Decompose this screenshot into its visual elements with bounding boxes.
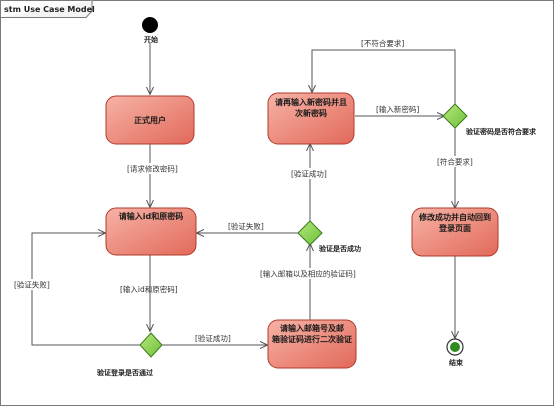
- final-node[interactable]: [446, 338, 464, 356]
- label-bg: [435, 156, 475, 167]
- label-bg: [289, 168, 329, 179]
- activity-enter-new-pw[interactable]: 请再输入新密码并且 次新密码: [267, 92, 355, 145]
- decision-password[interactable]: [442, 103, 468, 129]
- activity-enter-email-code[interactable]: 请输入邮箱号及邮 箱验证码进行二次验证: [267, 319, 357, 369]
- initial-node[interactable]: [142, 17, 158, 33]
- edge-label-verify-success-mid: [验证成功]: [291, 169, 327, 179]
- activity-success-label-2: 登录页面: [438, 223, 471, 233]
- edge-label-not-meet: [不符合要求]: [361, 38, 404, 48]
- edge-pw-not-meet: [312, 49, 456, 104]
- decision-email-label: 验证是否成功: [319, 244, 361, 253]
- edge-label-input-email-code: [输入邮箱以及相应的验证码]: [260, 269, 356, 279]
- decision-login[interactable]: [139, 332, 163, 358]
- decision-password-label: 验证密码是否符合要求: [466, 127, 537, 136]
- initial-node-label: 开始: [144, 35, 158, 44]
- frame-tab: [0, 0, 93, 18]
- edge-label-meet: [符合要求]: [437, 157, 473, 167]
- activity-register[interactable]: 正式用户: [105, 95, 195, 145]
- frame-title: stm Use Case Model: [4, 5, 95, 14]
- activity-newpw-label-1: 请再输入新密码并且: [275, 97, 347, 107]
- edge-label-request-change: [请求修改密码]: [127, 164, 178, 174]
- edge-label-verify-success-bottom: [验证成功]: [195, 333, 231, 343]
- activity-success-change[interactable]: 修改成功并自动回到 登录页面: [411, 207, 499, 257]
- edge-label-input-new-pw: [输入新密码]: [376, 104, 419, 114]
- label-bg: [12, 279, 52, 290]
- label-bg: [125, 163, 181, 174]
- final-node-label: 结束: [448, 358, 464, 367]
- edge-label-input-id-pw: [输入id和原密码]: [120, 284, 178, 294]
- activity-success-label-1: 修改成功并自动回到: [418, 212, 491, 222]
- decision-email[interactable]: [297, 220, 323, 246]
- activity-newpw-label-2: 次新密码: [295, 108, 327, 118]
- activity-enter-id-label: 请输入id和原密码: [119, 211, 183, 221]
- label-bg: [258, 268, 356, 279]
- activity-register-label: 正式用户: [134, 115, 166, 125]
- edge-label-verify-fail-mid: [验证失败]: [228, 221, 264, 231]
- decision-login-label: 验证登录是否通过: [97, 368, 153, 377]
- activity-email-label-1: 请输入邮箱号及邮: [280, 323, 344, 333]
- edge-label-verify-fail-left: [验证失败]: [14, 280, 50, 290]
- activity-email-label-2: 箱验证码进行二次验证: [272, 334, 352, 344]
- activity-enter-id-old-pw[interactable]: 请输入id和原密码: [105, 207, 197, 256]
